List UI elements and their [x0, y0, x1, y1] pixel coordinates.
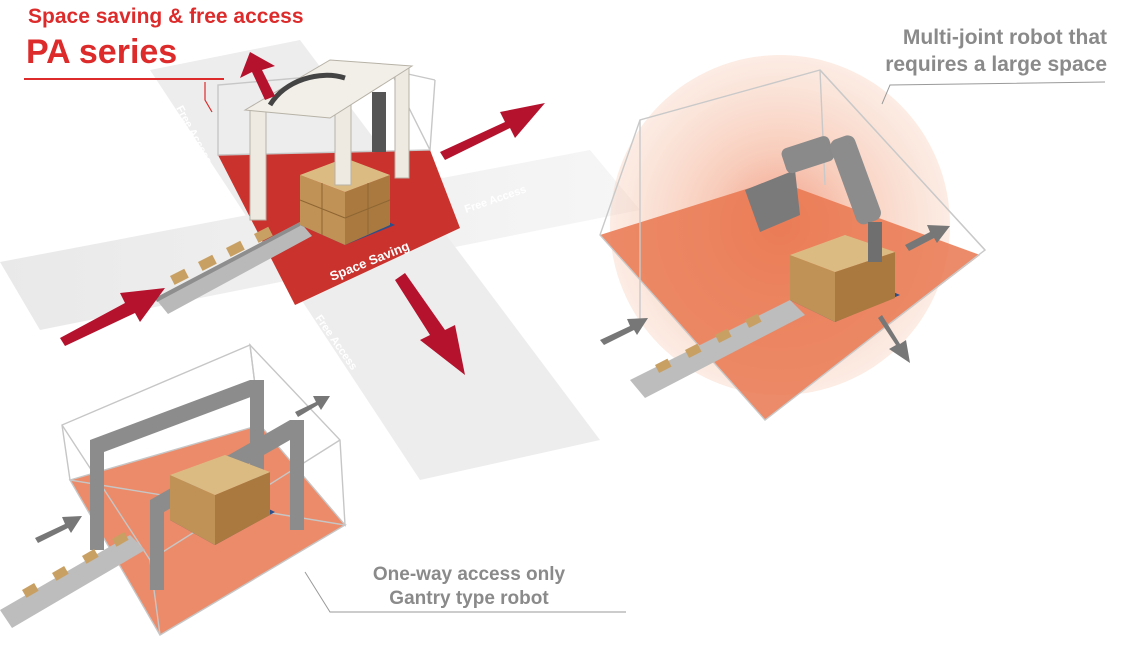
gantry-caption: One-way access only Gantry type robot	[344, 563, 594, 611]
multi-joint-arrow-in-icon	[600, 318, 648, 345]
multi-joint-conveyor	[630, 300, 805, 398]
articulated-robot-arm	[745, 135, 882, 262]
multi-joint-fence	[599, 69, 987, 421]
multi-joint-cell	[599, 55, 1106, 421]
gantry-arrow-in-icon	[35, 516, 82, 543]
arrow-up-left-icon	[240, 52, 275, 100]
pa-robot	[243, 59, 414, 221]
multi-joint-pallet-load	[790, 235, 900, 322]
gantry-caption-line1: One-way access only	[372, 564, 566, 585]
multi-joint-caption: Multi-joint robot that requires a large …	[787, 24, 1107, 78]
gantry-arrow-out-icon	[295, 396, 330, 417]
gantry-caption-line2: Gantry type robot	[389, 588, 549, 609]
pa-series-underline	[24, 78, 224, 80]
gantry-pallet-load	[170, 455, 275, 545]
multi-joint-caption-line2: requires a large space	[885, 53, 1107, 76]
multi-joint-arrow-down-icon	[878, 315, 910, 363]
multi-joint-caption-line1: Multi-joint robot that	[902, 26, 1107, 49]
pa-leader-line	[204, 82, 213, 113]
pa-series-subtitle: Space saving & free access	[28, 5, 304, 28]
pa-series-title: PA series	[26, 33, 178, 71]
pa-access-arrows	[60, 52, 545, 375]
pa-series-cell: Free Access Free Access Free Access Spac…	[0, 40, 640, 480]
arrow-down-icon	[395, 273, 465, 375]
gantry-conveyor	[0, 532, 145, 628]
multi-joint-arrow-up-icon	[905, 225, 950, 251]
gantry-cell	[0, 342, 626, 636]
arrow-right-icon	[440, 103, 545, 160]
arrow-in-icon	[60, 288, 165, 346]
pa-conveyor	[155, 222, 312, 314]
multi-joint-leader-line	[881, 81, 1106, 105]
gantry-leader-line	[304, 571, 626, 613]
pa-pallet-load	[299, 158, 395, 245]
